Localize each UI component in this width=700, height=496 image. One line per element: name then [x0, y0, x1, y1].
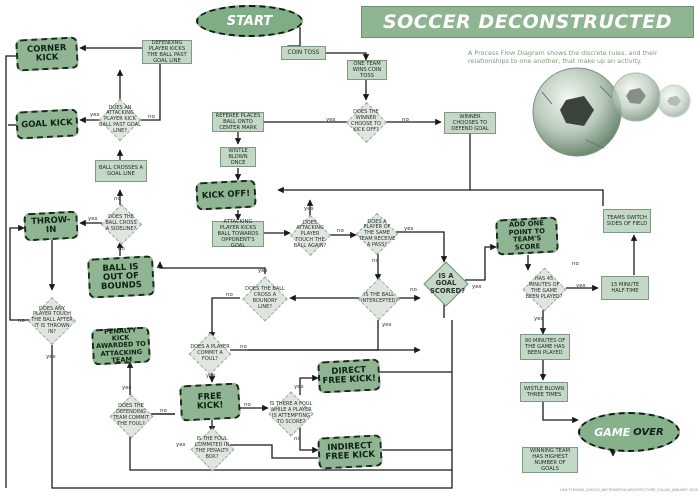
ball-crosses-goal-line-box: BALL CROSSES A GOAL LINE: [95, 160, 147, 182]
label-yes: yes: [294, 384, 304, 390]
decision-text: DOES THE BALL CROSS A SIDELINE?: [105, 214, 137, 232]
decision-ball-cross-sideline: DOES THE BALL CROSS A SIDELINE?: [100, 203, 142, 245]
label-no: no: [372, 258, 379, 264]
label-no: no: [240, 344, 247, 350]
label-no: no: [410, 287, 417, 293]
decision-attacking-touch-again: DOES ATTACKING PLAYER TOUCH THE BALL AGA…: [289, 214, 331, 256]
label-yes: yes: [576, 283, 586, 289]
goal-kick-block[interactable]: GOAL KICK: [15, 108, 79, 140]
label-no: no: [114, 196, 121, 202]
decision-text: DOES THE BALL CROSS A BOUNDRY LINE?: [245, 286, 285, 310]
winning-team-box: WINNING TEAM HAS HIGHEST NUMBER OF GOALS: [522, 447, 578, 473]
teams-switch-box: TEAMS SWITCH SIDES OF FIELD: [603, 209, 651, 233]
coin-toss-box: COIN TOSS: [281, 46, 326, 60]
label-yes: yes: [176, 442, 186, 448]
over-label: OVER: [633, 426, 664, 438]
add-point-block[interactable]: ADD ONE POINT TO TEAM'S SCORE: [495, 216, 559, 256]
decision-text: DOES THE WINNER CHOOSE TO KICK OFF?: [350, 109, 382, 133]
decision-is-goal: IS A GOAL SCORED?: [423, 261, 469, 307]
decision-text: DOES A PLAYER OF THE SAME TEAM RECEIVE A…: [358, 218, 396, 248]
label-no: no: [244, 402, 251, 408]
defending-kicks-past-box: DEFENDING PLAYER KICKS THE BALL PAST GOA…: [142, 40, 192, 64]
attacking-kicks-towards-box: ATTACKING PLAYER KICKS BALL TOWARDS OPPO…: [212, 219, 264, 249]
label-yes: yes: [46, 354, 56, 360]
decision-text: IS THE FOUL COMMITED IN THE PENALTY BOX?: [194, 436, 230, 460]
decision-text: HAS 45 MINUTES OF THE GAME BEEN PLAYED?: [525, 276, 563, 300]
decision-same-team-receive: DOES A PLAYER OF THE SAME TEAM RECEIVE A…: [355, 212, 399, 256]
decision-text: DOES AN ATTACKING PLAYER KICK BALL PAST …: [99, 104, 141, 134]
label-yes: yes: [404, 226, 414, 232]
label-no: no: [294, 436, 301, 442]
decision-text: IS A GOAL SCORED?: [430, 271, 466, 295]
label-yes: yes: [304, 206, 314, 212]
decision-player-foul: DOES A PLAYER COMMIT A FOUL?: [188, 332, 232, 376]
decision-text: DOES A PLAYER COMMIT A FOUL?: [190, 344, 230, 362]
indirect-free-kick-block[interactable]: INDIRECT FREE KICK: [317, 434, 383, 470]
ninety-minutes-box: 90 MINUTES OF THE GAME HAS BEEN PLAYED: [520, 334, 570, 360]
game-label: GAME: [594, 425, 631, 439]
half-time-box: 15 MINUTE HALF-TIME: [601, 276, 649, 300]
decision-forty-five: HAS 45 MINUTES OF THE GAME BEEN PLAYED?: [522, 267, 566, 311]
page-subtitle: A Process Flow Diagram shows the discret…: [468, 49, 658, 65]
decision-defending-foul: DOES THE DEFENDING TEAM COMMIT THE FOUL?: [108, 394, 154, 438]
decision-foul-attempting-score: IS THERE A FOUL WHILE A PLAYER IS ATTEMP…: [266, 391, 316, 437]
label-yes: yes: [90, 112, 100, 118]
decision-foul-penalty-box: IS THE FOUL COMMITED IN THE PENALTY BOX?: [188, 427, 236, 471]
start-label: START: [226, 13, 273, 29]
decision-winner-kickoff: DOES THE WINNER CHOOSE TO KICK OFF?: [345, 101, 387, 143]
label-yes: yes: [206, 373, 216, 379]
decision-ball-intercepted: IS THE BALL INTERCEPTED?: [357, 277, 401, 321]
label-yes: yes: [88, 216, 98, 222]
decision-text: IS THERE A FOUL WHILE A PLAYER IS ATTEMP…: [269, 401, 313, 425]
decision-text: IS THE BALL INTERCEPTED?: [361, 292, 399, 304]
page-title: SOCCER DECONSTRUCTED: [382, 11, 673, 33]
game-over-terminal[interactable]: GAME OVER: [578, 412, 680, 452]
soccer-ball-icon-small: [611, 72, 661, 122]
throw-in-block[interactable]: THROW-IN: [23, 210, 79, 242]
decision-text: DOES ATTACKING PLAYER TOUCH THE BALL AGA…: [293, 219, 327, 249]
decision-text: DOES THE DEFENDING TEAM COMMIT THE FOUL?: [112, 403, 150, 427]
kick-off-block[interactable]: KICK OFF!: [195, 179, 257, 211]
direct-free-kick-block[interactable]: DIRECT FREE KICK!: [317, 358, 381, 394]
corner-kick-block[interactable]: CORNER KICK: [15, 36, 79, 72]
soccer-ball-icon-tiny: [657, 84, 691, 118]
label-no: no: [226, 292, 233, 298]
decision-attacking-kicks-past: DOES AN ATTACKING PLAYER KICK BALL PAST …: [98, 98, 142, 142]
credit-text: LISA THOMAS_ISI6370_INFORMATION ARCHITEC…: [559, 488, 698, 492]
label-no: no: [402, 117, 409, 123]
label-yes: yes: [326, 117, 336, 123]
free-kick-block[interactable]: FREE KICK!: [179, 382, 241, 422]
whistle-three-box: WISTLE BLOWN THREE TIMES: [520, 382, 568, 402]
winner-defend-box: WINNER CHOOSES TO DEFEND GOAL: [444, 112, 496, 134]
label-no: no: [18, 318, 25, 324]
whistle-once-box: WISTLE BLOWN ONCE: [220, 147, 256, 167]
label-yes: yes: [382, 322, 392, 328]
decision-cross-boundry: DOES THE BALL CROSS A BOUNDRY LINE?: [242, 276, 288, 322]
start-terminal[interactable]: START: [196, 5, 303, 37]
soccer-ball-icon: [532, 67, 622, 157]
label-yes: yes: [534, 316, 544, 322]
label-no: no: [572, 261, 579, 267]
decision-any-player-touch: DOES ANY PLAYER TOUCH THE BALL AFTER IT …: [27, 296, 77, 346]
label-yes: yes: [258, 268, 268, 274]
decision-text: DOES ANY PLAYER TOUCH THE BALL AFTER IT …: [31, 305, 73, 335]
one-team-wins-box: ONE TEAM WINS COIN TOSS: [347, 60, 387, 80]
label-no: no: [118, 246, 125, 252]
label-no: no: [160, 408, 167, 414]
label-no: no: [337, 228, 344, 234]
ball-out-of-bounds-block[interactable]: BALL IS OUT OF BOUNDS: [86, 255, 156, 299]
label-no: no: [148, 114, 155, 120]
penalty-kick-block[interactable]: PENALTY KICK AWARDED TO ATTACKING TEAM: [91, 326, 151, 366]
title-banner: SOCCER DECONSTRUCTED: [361, 6, 694, 38]
label-yes: yes: [122, 385, 132, 391]
referee-places-box: REFEREE PLACES BALL ONTO CENTER MARK: [212, 112, 264, 132]
label-yes: yes: [472, 284, 482, 290]
